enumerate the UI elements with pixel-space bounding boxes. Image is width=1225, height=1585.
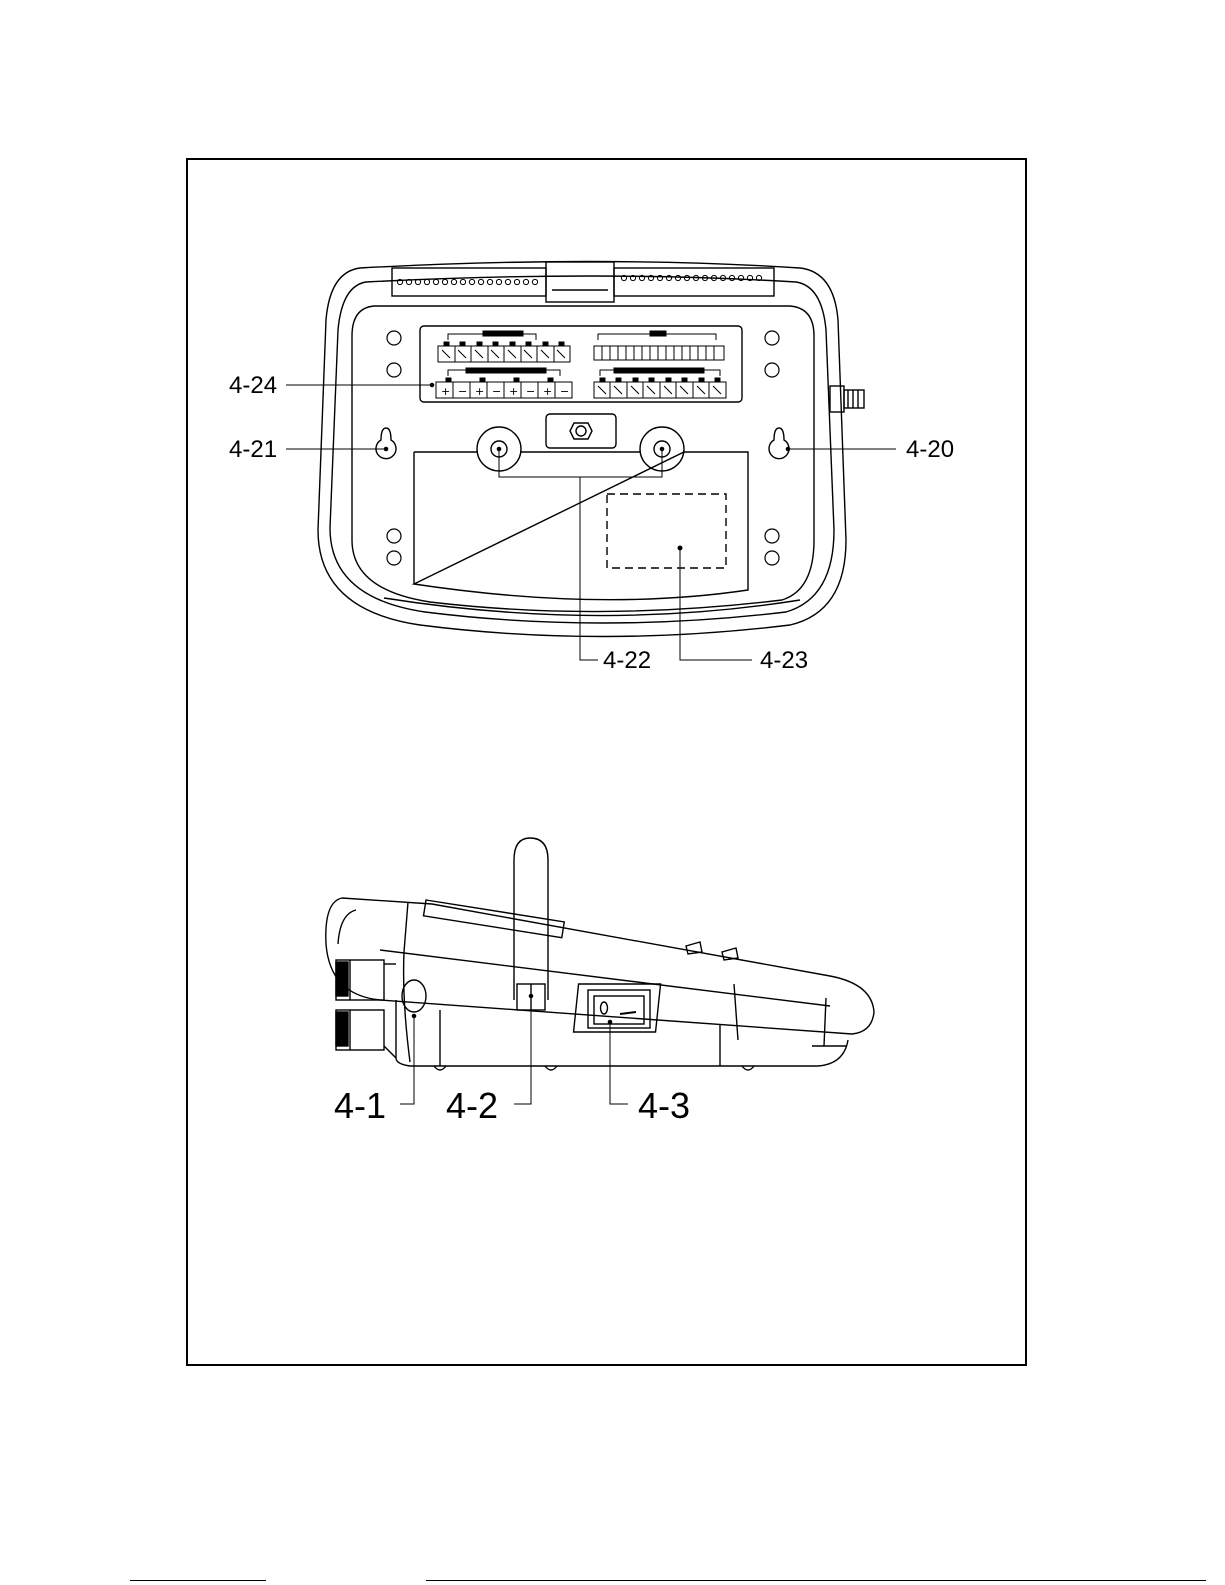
rear-view: + − + − + − + − [318,262,864,637]
callout-4-20: 4-20 [906,436,954,463]
polarity-marks: + − + − + − + − [441,385,569,398]
center-mount-block [546,414,616,448]
footer-rule-left [130,1580,266,1581]
svg-text:−: − [526,385,535,398]
terminal-block-upper-right [594,331,724,360]
svg-text:+: + [441,385,450,398]
callout-4-2: 4-2 [446,1085,498,1126]
label-area [607,494,726,568]
rear-connectors [336,960,396,1058]
side-body-top [326,898,874,1034]
side-antenna-connector [830,386,864,412]
svg-text:−: − [492,385,501,398]
svg-text:+: + [475,385,484,398]
terminal-panel [420,326,742,402]
side-view-callouts: 4-1 4-2 4-3 [334,1085,690,1126]
svg-text:+: + [543,385,552,398]
power-switch [574,984,661,1032]
callout-4-22: 4-22 [603,647,651,674]
callout-4-24: 4-24 [229,372,277,399]
svg-text:−: − [458,385,467,398]
callout-4-23: 4-23 [760,647,808,674]
terminal-block-lower-right [594,368,726,398]
callout-4-21: 4-21 [229,436,277,463]
svg-text:+: + [509,385,518,398]
keyhole-slot-left [376,428,396,459]
svg-text:−: − [560,385,569,398]
rear-outer-shell [318,262,846,637]
callout-4-3: 4-3 [638,1085,690,1126]
top-hinge-center [546,262,614,302]
side-body-lower [380,950,848,1066]
rear-back-plate [352,306,814,612]
dc-power-jack [402,980,426,1012]
terminal-block-upper-left [438,331,570,362]
keyhole-slot-right [769,428,789,459]
footer-rule-right [426,1580,1206,1581]
battery-cover [414,452,748,600]
rear-view-leaders [286,383,896,660]
callout-4-1: 4-1 [334,1085,386,1126]
side-view [326,838,874,1070]
rear-inner-shell [330,276,834,623]
top-hinge-strip-right [614,268,774,296]
